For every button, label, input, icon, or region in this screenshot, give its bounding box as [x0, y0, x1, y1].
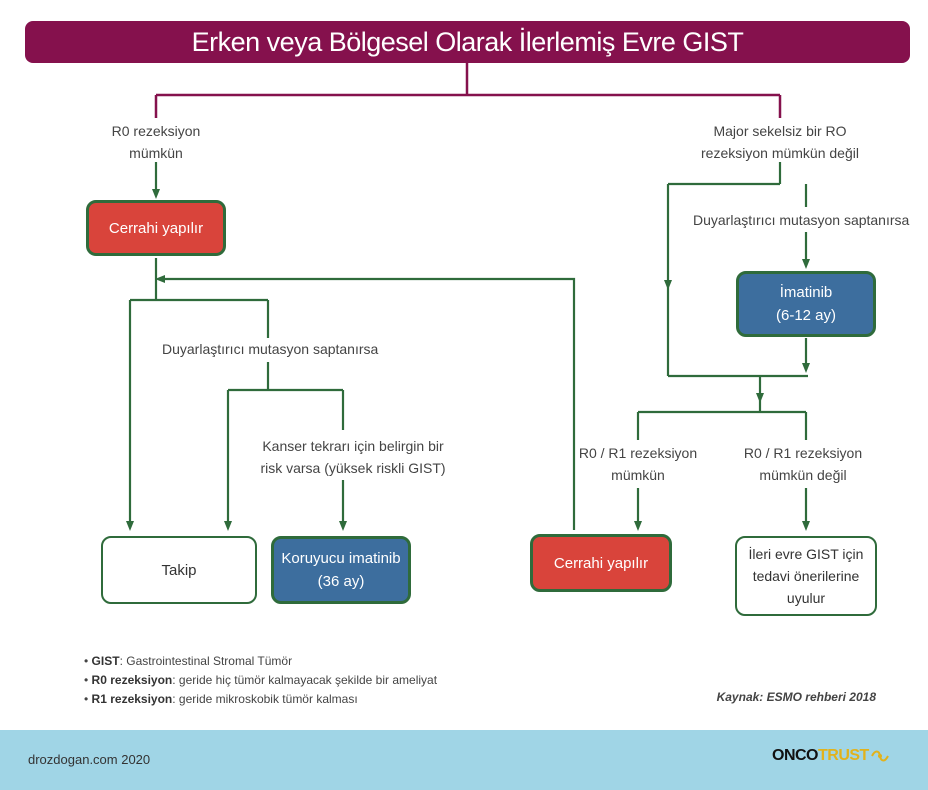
box-text: Cerrahi yapılır — [553, 554, 649, 572]
label-line: mümkün — [129, 145, 183, 161]
logo-text-part2: TRUST — [818, 747, 869, 764]
footer-site: drozdogan.com 2020 — [28, 752, 151, 767]
label-line: R0 rezeksiyon — [111, 123, 201, 139]
box-text: (36 ay) — [317, 573, 365, 590]
diagram-title: Erken veya Bölgesel Olarak İlerlemiş Evr… — [25, 21, 910, 63]
box-text: Cerrahi yapılır — [108, 219, 204, 237]
definition-item: • R1 rezeksiyon: geride mikroskobik tümö… — [84, 692, 358, 706]
box-text: (6-12 ay) — [775, 307, 837, 324]
definition-term: R0 rezeksiyon — [91, 673, 173, 687]
label-line: Kanser tekrarı için belirgin bir — [262, 438, 444, 454]
definition-item: • R0 rezeksiyon: geride hiç tümör kalmay… — [84, 673, 438, 687]
definition-item: • GIST: Gastrointestinal Stromal Tümör — [84, 654, 293, 668]
label-high-risk: Kanser tekrarı için belirgin bir risk va… — [250, 435, 456, 479]
label-sensitizing-right: Duyarlaştırıcı mutasyon saptanırsa — [693, 212, 910, 228]
top-split-connector — [154, 63, 782, 118]
box-text: tedavi önerilerine — [752, 568, 860, 584]
label-r0r1-not-possible: R0 / R1 rezeksiyon mümkün değil — [738, 442, 868, 486]
definition-text: : geride hiç tümör kalmayacak şekilde bi… — [172, 673, 438, 687]
box-text: İleri evre GIST için — [748, 546, 864, 562]
arrow-back-to-followup — [155, 275, 576, 530]
label-line: mümkün — [611, 467, 665, 483]
label-line: risk varsa (yüksek riskli GIST) — [260, 460, 446, 476]
label-line: rezeksiyon mümkün değil — [701, 145, 859, 161]
box-followup: Takip — [101, 536, 257, 604]
flow-connectors — [126, 63, 810, 531]
box-surgery-bottom: Cerrahi yapılır — [530, 534, 672, 592]
label-r0r1-possible: R0 / R1 rezeksiyon mümkün — [578, 442, 698, 486]
label-major-not-possible: Major sekelsiz bir RO rezeksiyon mümkün … — [690, 120, 870, 164]
logo-mark-icon — [870, 750, 889, 762]
definition-term: R1 rezeksiyon — [91, 692, 173, 706]
label-line: Major sekelsiz bir RO — [713, 123, 847, 139]
box-text: İmatinib — [779, 284, 833, 301]
label-sensitizing-left: Duyarlaştırıcı mutasyon saptanırsa — [162, 341, 379, 357]
logo-text-part1: ONCO — [772, 747, 819, 764]
definitions-list: • GIST: Gastrointestinal Stromal Tümör •… — [84, 652, 437, 709]
box-text: Takip — [161, 561, 197, 579]
label-line: R0 / R1 rezeksiyon — [578, 445, 698, 461]
definition-text: : geride mikroskobik tümör kalması — [172, 692, 358, 706]
definition-term: GIST — [91, 654, 120, 668]
label-r0-possible: R0 rezeksiyon mümkün — [96, 120, 216, 164]
box-advanced-gist: İleri evre GIST için tedavi önerilerine … — [735, 536, 877, 616]
box-text: Koruyucu imatinib — [281, 550, 401, 567]
oncotrust-logo: ONCO TRUST — [772, 747, 889, 765]
label-line: mümkün değil — [759, 467, 847, 483]
box-surgery-top: Cerrahi yapılır — [86, 200, 226, 256]
box-imatinib: İmatinib (6-12 ay) — [736, 271, 876, 337]
label-line: R0 / R1 rezeksiyon — [743, 445, 863, 461]
source-citation: Kaynak: ESMO rehberi 2018 — [716, 690, 876, 704]
box-text: uyulur — [786, 590, 826, 606]
box-adjuvant-imatinib: Koruyucu imatinib (36 ay) — [271, 536, 411, 604]
footer-bar: drozdogan.com 2020 ONCO TRUST — [0, 730, 928, 790]
definition-text: : Gastrointestinal Stromal Tümör — [119, 654, 293, 668]
